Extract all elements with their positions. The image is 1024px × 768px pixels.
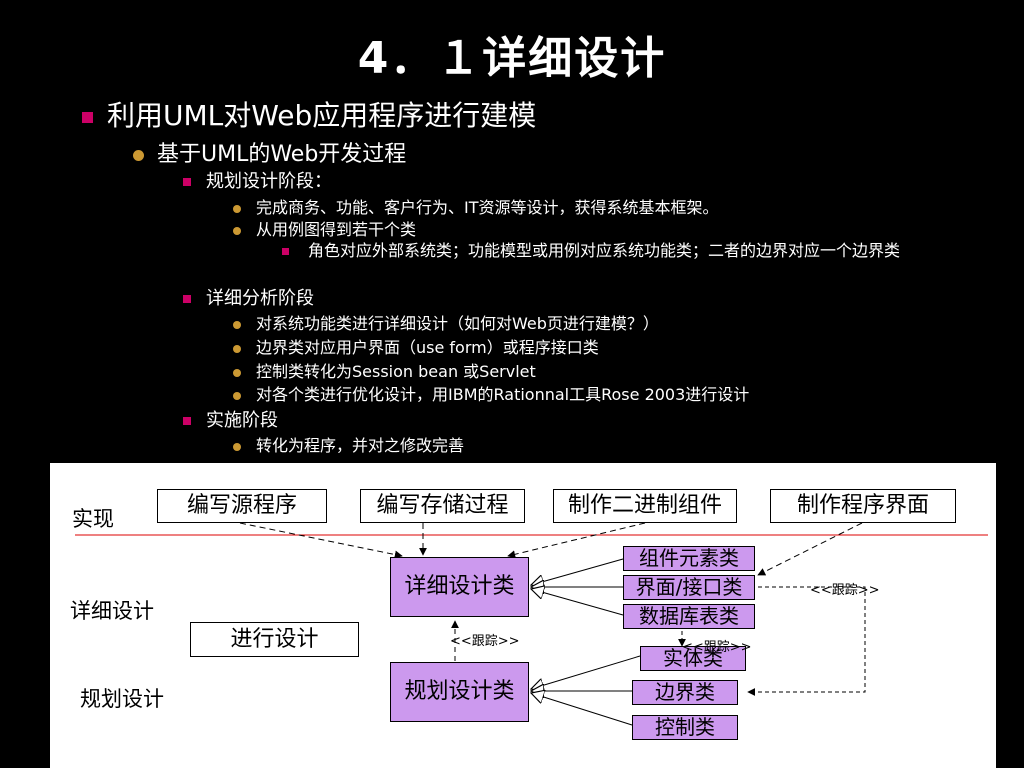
- dashed-arrow: [757, 522, 863, 576]
- square-bullet-icon: [183, 295, 191, 303]
- trace-label: <<跟踪>>: [682, 640, 752, 655]
- detail-item-database: 数据库表类: [623, 604, 755, 629]
- plan-design-class: 规划设计类: [390, 662, 529, 722]
- plan-item-boundary: 边界类: [632, 680, 738, 705]
- bullet-text: 转化为程序，并对之修改完善: [256, 436, 465, 455]
- trace-label: <<跟踪>>: [450, 634, 520, 649]
- dot-bullet-icon: [233, 320, 241, 329]
- detail-design-class: 详细设计类: [390, 557, 529, 617]
- detail-item-interface: 界面/接口类: [623, 575, 755, 600]
- bullet-l2: 基于UML的Web开发过程: [133, 136, 406, 168]
- bullet-text: 对系统功能类进行详细设计（如何对Web页进行建模？）: [256, 314, 659, 333]
- dot-bullet-icon: [233, 226, 241, 235]
- bullet-phase3: 实施阶段: [183, 406, 278, 432]
- generalization-line: [531, 693, 633, 726]
- bullet-text: 对各个类进行优化设计，用IBM的Rationnal工具Rose 2003进行设计: [256, 385, 750, 404]
- generalization-line: [531, 558, 624, 585]
- diagram-connectors: [75, 522, 988, 726]
- box-write-procedure: 编写存储过程: [360, 489, 525, 523]
- trace-loop: [747, 586, 866, 696]
- plan-item-control: 控制类: [632, 715, 738, 740]
- bullet-text: 边界类对应用户界面（use form）或程序接口类: [256, 338, 599, 357]
- bullet-item: 对各个类进行优化设计，用IBM的Rationnal工具Rose 2003进行设计: [233, 381, 749, 405]
- slide-title: 4．１详细设计: [357, 33, 667, 84]
- bullet-text: 完成商务、功能、客户行为、IT资源等设计，获得系统基本框架。: [256, 198, 719, 217]
- bullet-text: 详细分析阶段: [206, 288, 314, 309]
- bullet-item: 控制类转化为Session bean 或Servlet: [233, 358, 536, 382]
- plan-item-entity: 实体类: [640, 646, 746, 671]
- box-binary-component: 制作二进制组件: [553, 489, 737, 523]
- dot-bullet-icon: [233, 442, 241, 451]
- bullet-item: 边界类对应用户界面（use form）或程序接口类: [233, 334, 599, 358]
- generalization-line: [531, 589, 624, 616]
- dot-bullet-icon: [133, 149, 144, 161]
- square-bullet-icon: [183, 178, 191, 186]
- box-program-ui: 制作程序界面: [770, 489, 956, 523]
- bullet-l1: 利用UML对Web应用程序进行建模: [82, 94, 536, 134]
- dot-bullet-icon: [233, 368, 241, 377]
- dashed-arrow: [507, 522, 646, 559]
- bullet-item: 完成商务、功能、客户行为、IT资源等设计，获得系统基本框架。: [233, 194, 719, 218]
- dot-bullet-icon: [233, 344, 241, 353]
- bullet-item: 从用例图得到若干个类: [233, 216, 416, 240]
- bullet-text: 基于UML的Web开发过程: [157, 142, 407, 167]
- bullet-item: 对系统功能类进行详细设计（如何对Web页进行建模？）: [233, 310, 659, 334]
- diagram-panel: 实现 详细设计 规划设计 编写源程序 编写存储过程 制作二进制组件 制作程序界面…: [50, 463, 996, 768]
- square-bullet-icon: [82, 111, 93, 123]
- generalization-line: [531, 655, 641, 689]
- bullet-text: 控制类转化为Session bean 或Servlet: [256, 362, 536, 381]
- level-label-implement: 实现: [72, 507, 114, 531]
- bullet-item: 转化为程序，并对之修改完善: [233, 432, 464, 456]
- bullet-text: 规划设计阶段：: [206, 171, 332, 192]
- bullet-text: 角色对应外部系统类；功能模型或用例对应系统功能类；二者的边界对应一个边界类: [308, 241, 901, 260]
- level-label-plan: 规划设计: [80, 687, 164, 711]
- dot-bullet-icon: [233, 391, 241, 400]
- bullet-phase2: 详细分析阶段: [183, 284, 314, 310]
- dot-bullet-icon: [233, 204, 241, 213]
- bullet-text: 实施阶段: [206, 410, 278, 431]
- trace-label: <<跟踪>>: [810, 583, 880, 598]
- box-do-design: 进行设计: [190, 622, 359, 657]
- bullet-text: 从用例图得到若干个类: [256, 220, 417, 239]
- box-write-source: 编写源程序: [157, 489, 327, 523]
- level-label-detail: 详细设计: [70, 599, 154, 623]
- square-bullet-icon: [282, 248, 289, 255]
- dashed-arrow: [239, 522, 403, 559]
- square-bullet-icon: [183, 417, 191, 425]
- detail-item-component: 组件元素类: [623, 546, 755, 571]
- bullet-text: 利用UML对Web应用程序进行建模: [107, 99, 537, 132]
- bullet-subitem: 角色对应外部系统类；功能模型或用例对应系统功能类；二者的边界对应一个边界类: [282, 242, 962, 259]
- bullet-phase1: 规划设计阶段：: [183, 167, 332, 193]
